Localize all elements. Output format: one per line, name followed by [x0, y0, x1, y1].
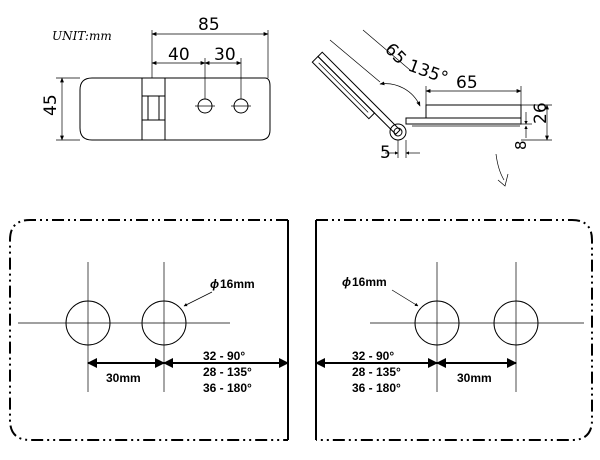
hole-left-2 — [141, 300, 187, 346]
knuckle-bottom — [141, 119, 166, 141]
spacing-label-right: 30mm — [457, 371, 492, 385]
knuckle-top — [141, 77, 166, 97]
unit-label: UNIT:mm — [52, 29, 112, 43]
hole-right-2 — [493, 300, 539, 346]
hole-left-1 — [65, 300, 111, 346]
glass-outline-left — [9, 219, 288, 441]
right-glass-panel: ϕ 16mm 32 - 90° 28 - 135° 36 - 180° 30mm — [315, 219, 593, 441]
hole-label-right: 16mm — [352, 275, 387, 289]
pivot-pin — [393, 127, 403, 137]
gap-line-3-left: 36 - 180° — [203, 381, 252, 395]
gap-line-2-right: 28 - 135° — [352, 365, 401, 379]
dim-angle: 135° — [405, 56, 450, 89]
swing-arrow-head — [497, 173, 509, 187]
swing-arrow — [495, 153, 505, 181]
glass-clamp — [311, 55, 376, 120]
gap-line-1-right: 32 - 90° — [352, 349, 394, 363]
dim-base: 65 — [456, 73, 478, 93]
front-view: 85 40 30 45 — [41, 15, 271, 141]
gap-line-3-right: 36 - 180° — [352, 381, 401, 395]
hole-label-left: 16mm — [220, 277, 255, 291]
glass-outline-right — [316, 219, 593, 441]
dim-side-height: 26 — [531, 102, 551, 124]
dim-leaf: 65 — [380, 39, 409, 68]
left-glass-panel: ϕ 16mm 30mm 32 - 90° 28 - 135° 36 - 180° — [9, 219, 289, 441]
dim-offset: 5 — [380, 143, 391, 163]
dim-overall: 85 — [198, 15, 220, 35]
side-view: 65 135° 65 26 8 5 — [311, 29, 552, 187]
dim-hole-spacing: 30 — [214, 45, 236, 65]
dim-thickness: 8 — [512, 140, 530, 150]
spacing-label-left: 30mm — [106, 371, 141, 385]
diameter-symbol: ϕ — [342, 275, 351, 289]
angle-arc — [379, 81, 421, 107]
base-leaf — [405, 117, 522, 125]
dim-height: 45 — [41, 94, 61, 116]
gap-line-2-left: 28 - 135° — [203, 365, 252, 379]
gap-line-1-left: 32 - 90° — [203, 349, 245, 363]
hole-right-1 — [414, 300, 460, 346]
base-clamp — [425, 104, 522, 119]
hinge-plate-outline — [79, 77, 271, 141]
dim-edge-to-hole: 40 — [168, 45, 190, 65]
diameter-symbol: ϕ — [210, 277, 219, 291]
